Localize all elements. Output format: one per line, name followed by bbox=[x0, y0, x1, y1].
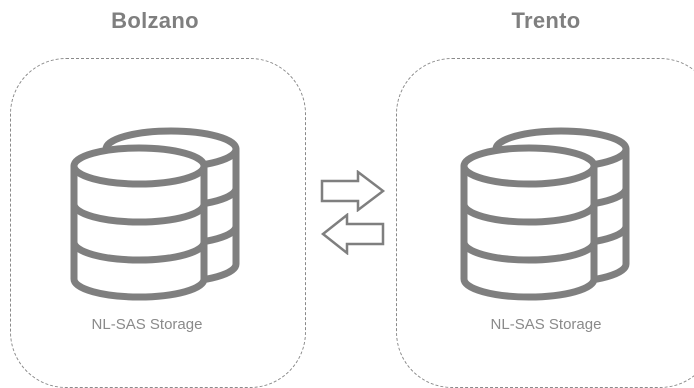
database-stack-icon bbox=[70, 127, 240, 301]
storage-label-trento: NL-SAS Storage bbox=[490, 316, 602, 333]
arrow-left-icon bbox=[320, 213, 385, 255]
database-stack-icon bbox=[460, 127, 630, 301]
site-title-trento: Trento bbox=[511, 8, 581, 33]
storage-label-bolzano: NL-SAS Storage bbox=[91, 316, 203, 333]
site-title-bolzano: Bolzano bbox=[111, 8, 199, 33]
arrow-right-icon bbox=[320, 170, 386, 212]
